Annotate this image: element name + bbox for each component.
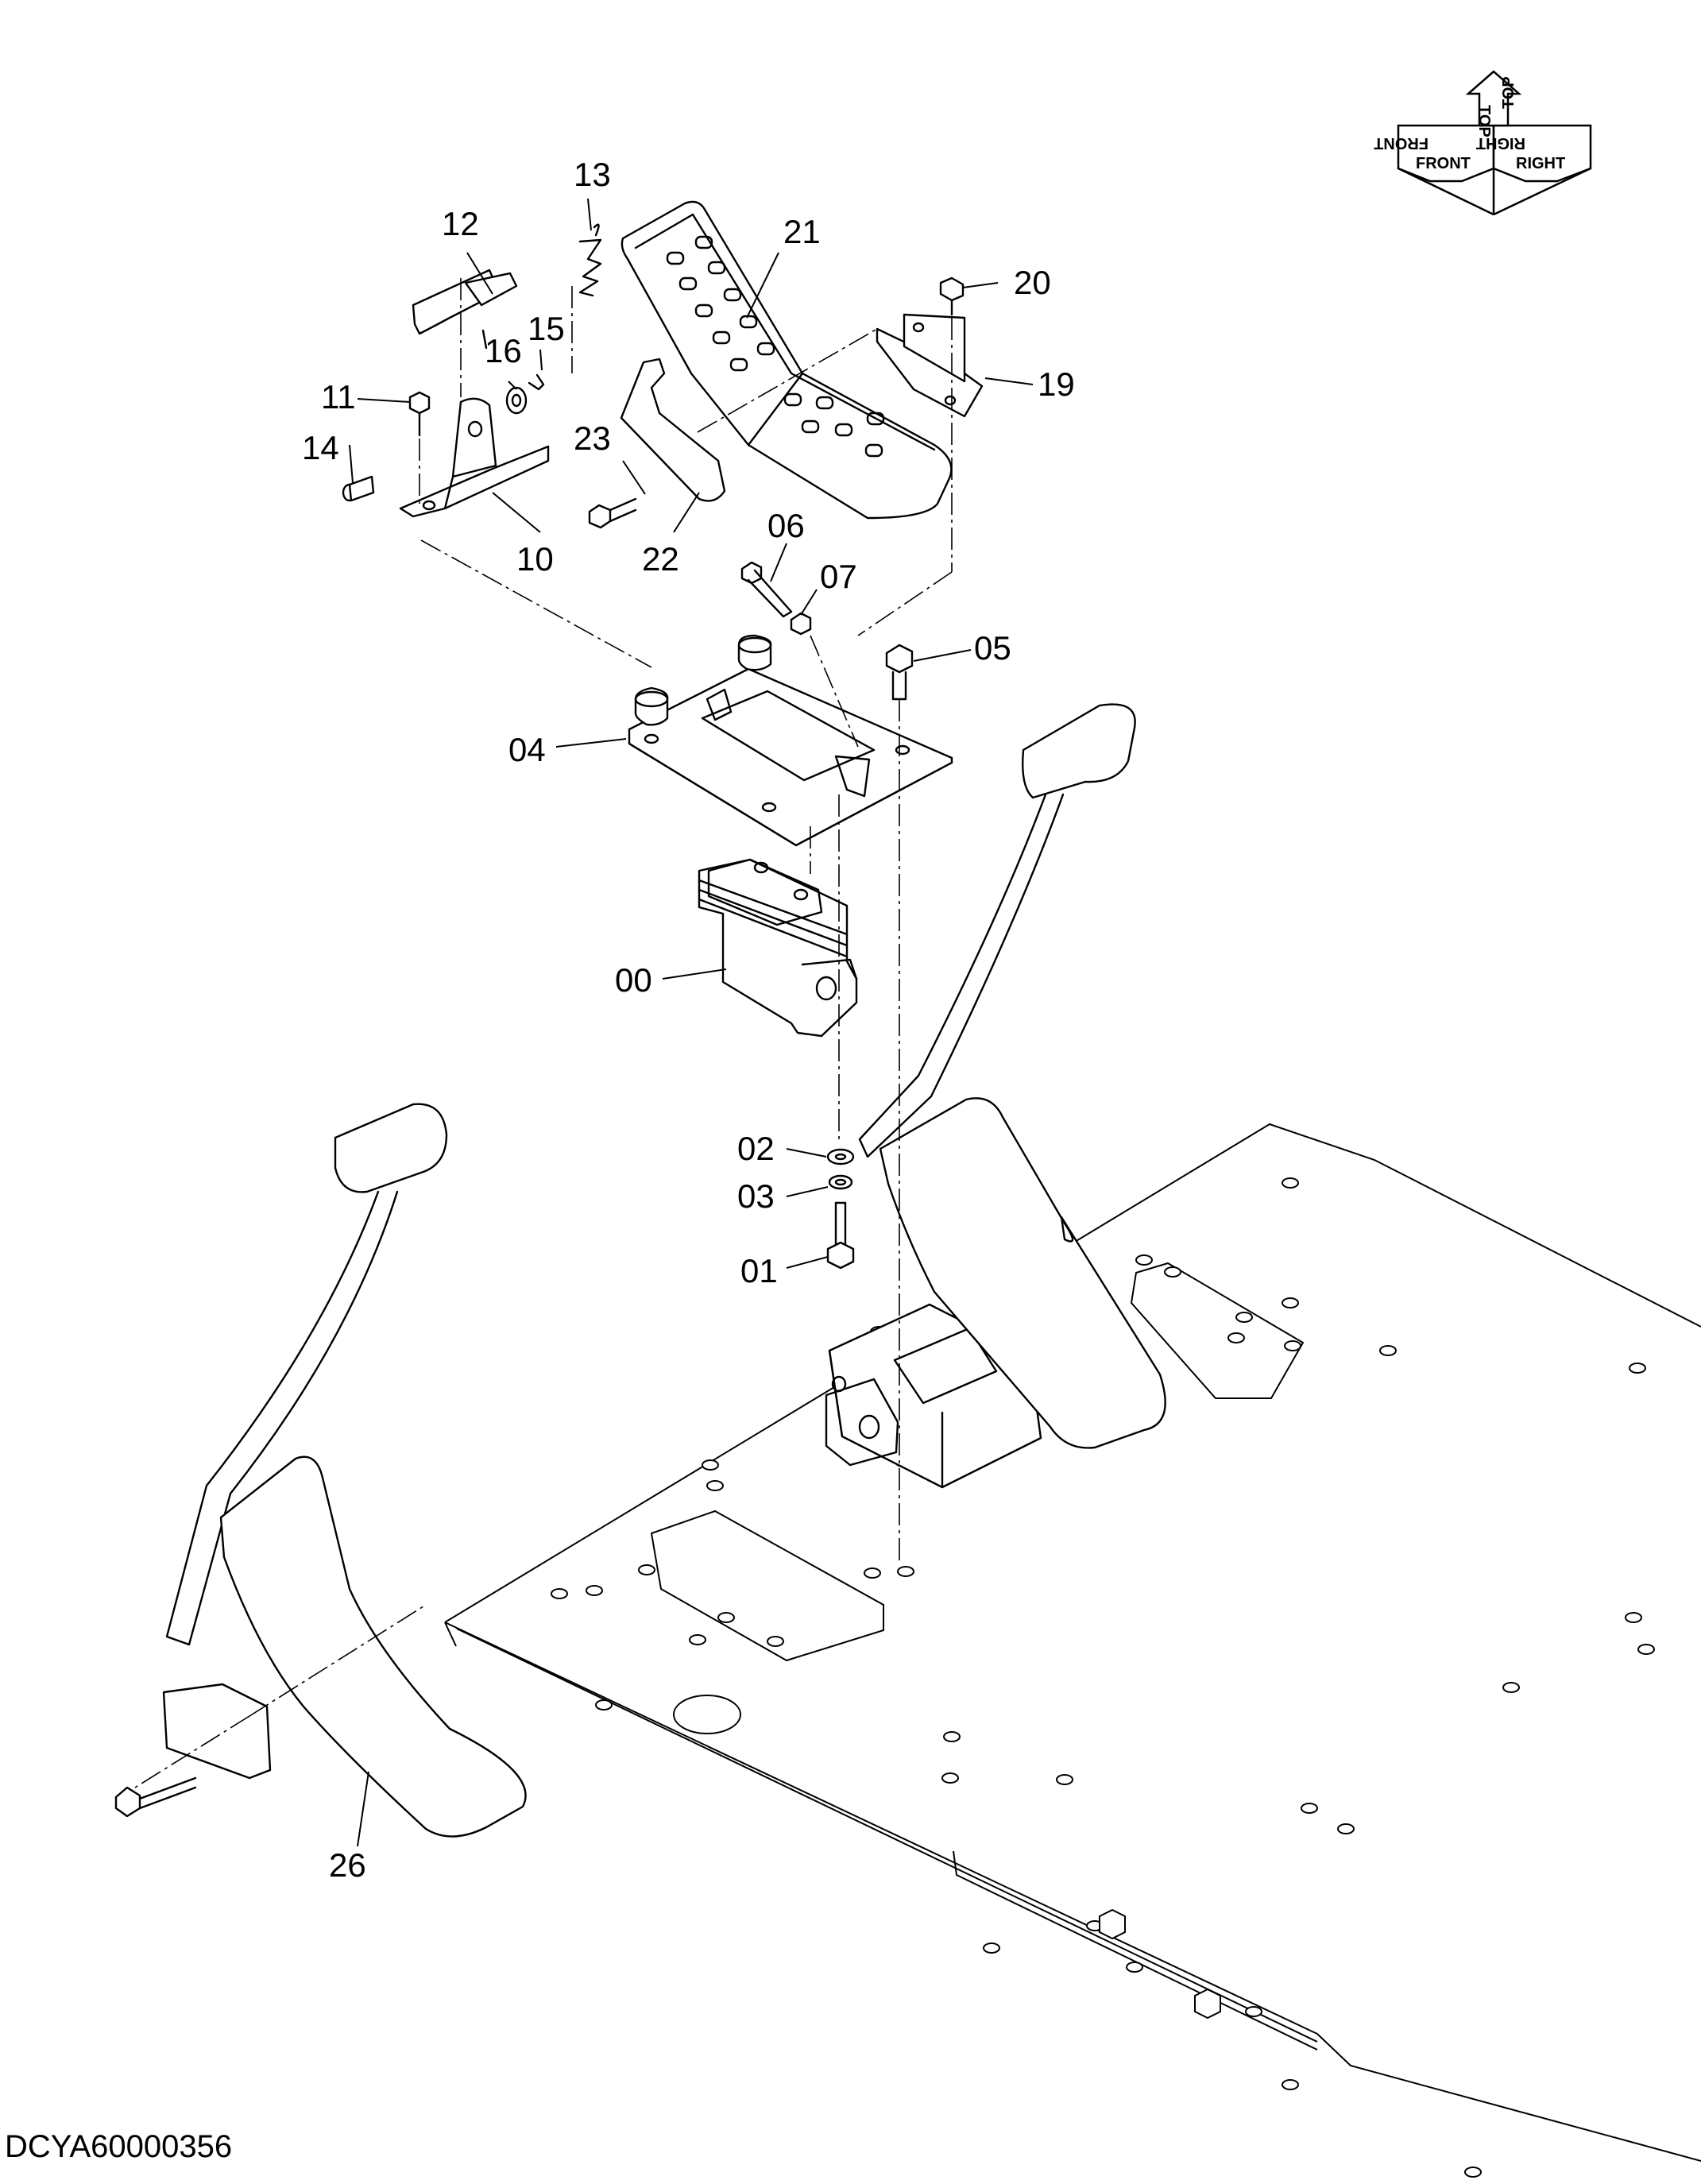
orientation-compass: FRONT RIGHT TOP FRONT RIGHT TOP	[1374, 70, 1592, 216]
bolt-11	[408, 391, 431, 437]
washer-02	[826, 1148, 855, 1165]
pilot-valve-00	[698, 858, 858, 1038]
compass-top-mirror-label: TOP	[1500, 76, 1517, 109]
assembly-lines	[134, 278, 953, 1788]
bolt-05	[885, 644, 914, 701]
callout-12: 12	[442, 205, 479, 242]
callout-16: 16	[485, 332, 522, 369]
callout-02: 02	[737, 1130, 775, 1167]
bolt-01	[826, 1201, 855, 1270]
pedal-pad-21-grips	[666, 235, 885, 458]
pin-14	[342, 475, 375, 502]
callout-14: 14	[302, 429, 339, 466]
bracket-19	[876, 313, 984, 418]
mounting-plate-04	[628, 634, 953, 847]
cab-floor-plate	[444, 1123, 1701, 2178]
cotter-pin-15	[528, 373, 545, 391]
callout-01: 01	[740, 1252, 778, 1289]
callout-10: 10	[516, 540, 554, 578]
compass-top-label: TOP	[1475, 105, 1493, 137]
callout-06: 06	[767, 507, 805, 544]
bolt-06	[740, 561, 793, 618]
leader-lines	[349, 198, 1034, 1847]
bolt-20	[939, 276, 965, 316]
compass-front-label: FRONT	[1416, 155, 1471, 172]
callout-20: 20	[1014, 264, 1051, 301]
compass-right-mirror-label: RIGHT	[1476, 134, 1525, 152]
callout-05: 05	[974, 629, 1011, 667]
compass-front-mirror-label: FRONT	[1374, 134, 1428, 152]
right-travel-pedal	[858, 703, 1166, 1449]
plate-22	[620, 358, 726, 502]
callouts: 13 12 21 20 15 16 19 11 14 23 10 22 06 0…	[302, 156, 1075, 1884]
callout-23: 23	[574, 419, 611, 457]
bolt-23	[588, 497, 637, 529]
callout-11: 11	[321, 378, 356, 416]
pedal-pad-21	[620, 200, 953, 520]
callout-19: 19	[1038, 365, 1075, 403]
nut-07	[790, 612, 812, 636]
callout-04: 04	[508, 731, 546, 768]
callout-13: 13	[574, 156, 611, 193]
washer-16	[505, 386, 528, 415]
bracket-10	[399, 397, 550, 518]
washer-03	[828, 1174, 853, 1190]
callout-15: 15	[528, 310, 565, 347]
callout-07: 07	[820, 558, 857, 595]
callout-00: 00	[615, 961, 652, 999]
floor-holes	[551, 1177, 1655, 2178]
callout-22: 22	[642, 540, 679, 578]
callout-26: 26	[329, 1846, 366, 1884]
left-travel-pedal	[114, 1103, 527, 1838]
compass-right-label: RIGHT	[1516, 155, 1565, 172]
callout-21: 21	[783, 213, 821, 250]
drawing-code: DCYA60000356	[5, 2129, 233, 2164]
lock-lever-12	[412, 269, 518, 350]
spring-13	[578, 223, 602, 297]
callout-03: 03	[737, 1177, 775, 1215]
